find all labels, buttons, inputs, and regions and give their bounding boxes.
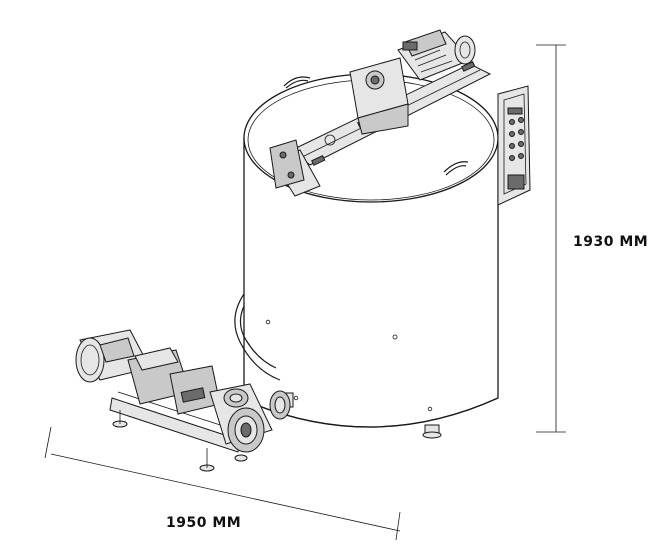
tank-port <box>427 406 433 412</box>
lid-hinge <box>269 139 305 189</box>
agitator-motor <box>349 29 476 135</box>
lid-handle <box>283 76 311 87</box>
panel-indicator-icon <box>518 129 524 135</box>
main-switch-icon <box>507 174 525 190</box>
tank <box>234 29 531 439</box>
width-dimension: 1950 MM <box>44 426 401 541</box>
panel-indicator-icon <box>518 153 524 159</box>
panel-display-icon <box>507 107 523 115</box>
panel-indicator-icon <box>518 141 524 147</box>
panel-indicator-icon <box>518 117 524 123</box>
lid-handle <box>443 161 469 173</box>
tank-port <box>293 395 299 401</box>
pump-base-frame <box>109 397 241 453</box>
control-panel <box>497 85 531 206</box>
pump-foot <box>234 454 248 462</box>
panel-indicator-icon <box>509 143 515 149</box>
pump-assembly <box>75 329 291 472</box>
panel-indicator-icon <box>509 131 515 137</box>
tank-port <box>392 334 398 340</box>
panel-indicator-icon <box>509 119 515 125</box>
tank-leg-foot <box>422 431 442 439</box>
width-dimension-label: 1950 MM <box>166 515 241 531</box>
outlet-pipe <box>234 293 281 381</box>
height-dimension: 1930 MM <box>536 44 648 433</box>
tank-port <box>265 319 271 325</box>
height-dimension-label: 1930 MM <box>573 234 648 250</box>
lid-port <box>324 134 336 146</box>
panel-indicator-icon <box>509 155 515 161</box>
